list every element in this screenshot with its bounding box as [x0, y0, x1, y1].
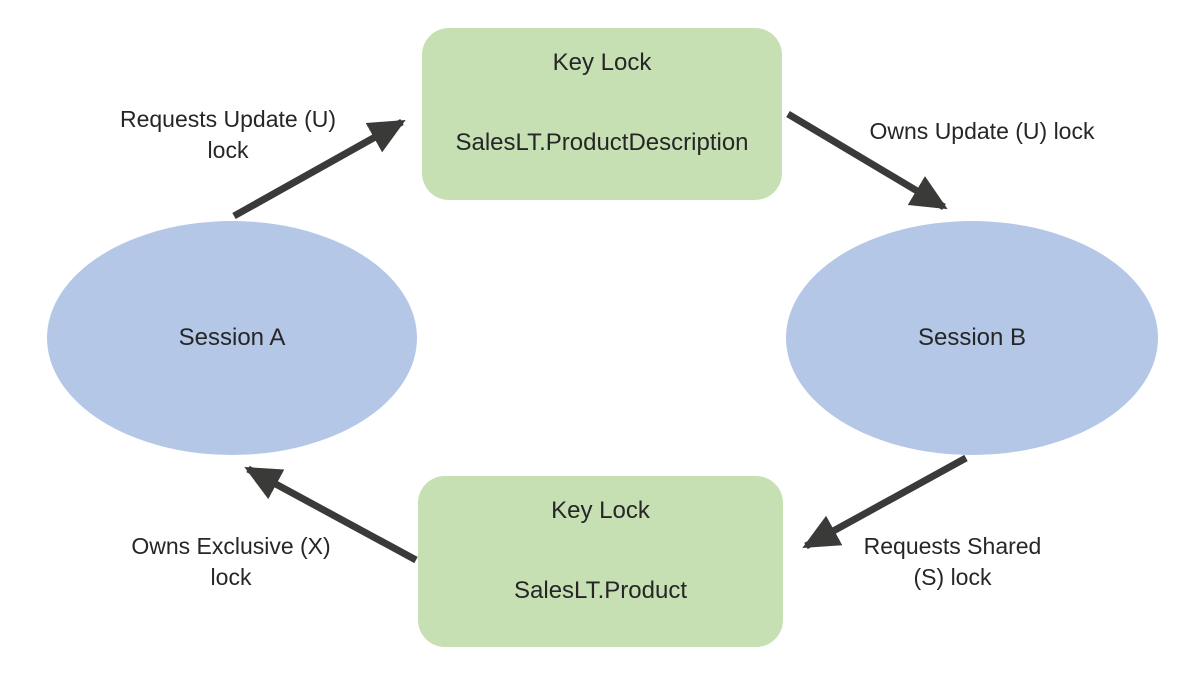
label-owns-update-lock: Owns Update (U) lock	[869, 118, 1095, 144]
label-requests-update-lock: Requests Update (U) lock	[119, 106, 337, 163]
session-b-label: Session B	[917, 324, 1027, 351]
arrow-requests-shared-lock	[802, 454, 968, 550]
arrow-owns-update-lock	[786, 110, 948, 211]
lock-title: Key Lock	[551, 497, 650, 524]
arrow-requests-update-lock	[232, 118, 406, 220]
node-key-lock-product: Key Lock SalesLT.Product	[418, 476, 783, 647]
node-session-b: Session B	[786, 221, 1158, 455]
label-owns-exclusive-lock: Owns Exclusive (X) lock	[131, 533, 331, 590]
lock-resource: SalesLT.ProductDescription	[455, 129, 749, 156]
label-requests-shared-lock: Requests Shared (S) lock	[863, 533, 1042, 590]
arrow-owns-exclusive-lock	[244, 465, 418, 564]
lock-title: Key Lock	[552, 49, 652, 76]
node-key-lock-productdescription: Key Lock SalesLT.ProductDescription	[422, 28, 782, 200]
lock-resource: SalesLT.Product	[514, 577, 687, 604]
node-session-a: Session A	[47, 221, 417, 455]
session-a-label: Session A	[178, 324, 286, 351]
